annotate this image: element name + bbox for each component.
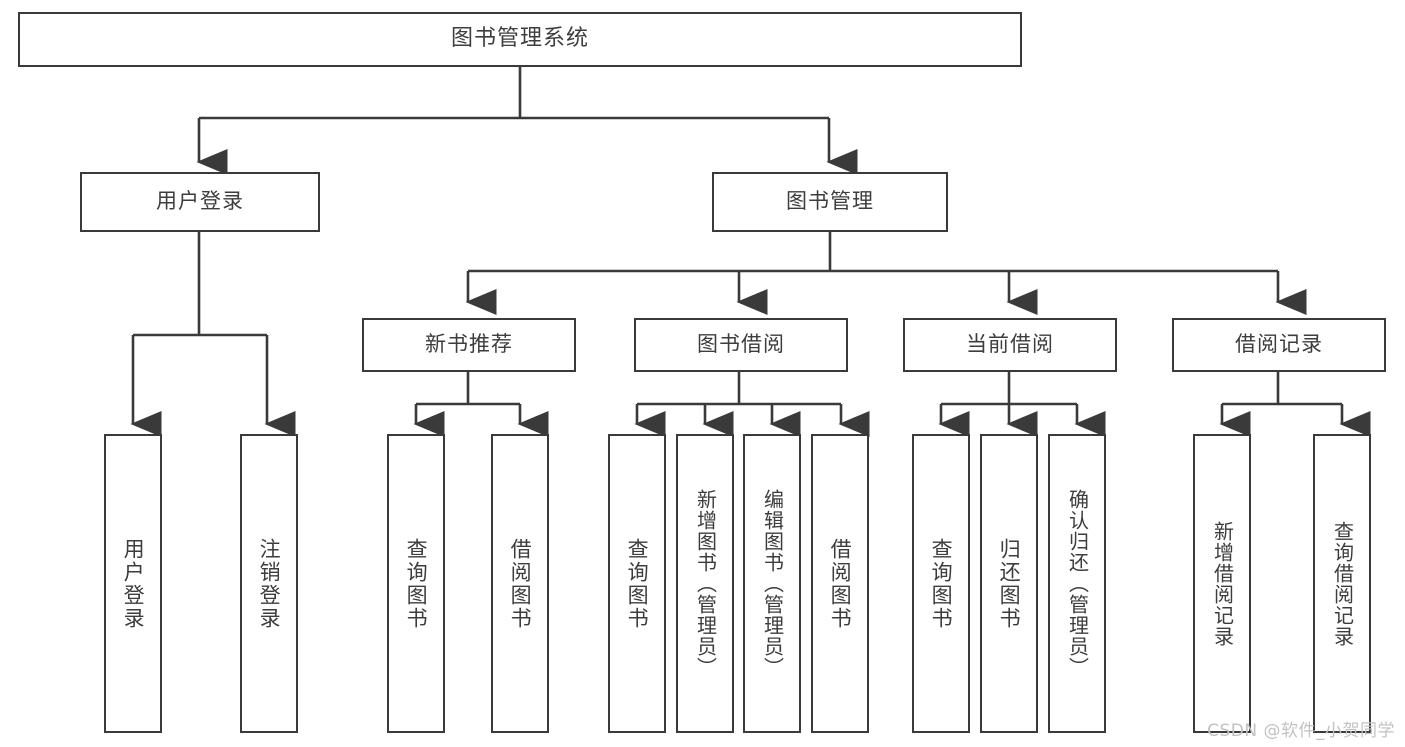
node-label: 注销登录 <box>257 537 282 630</box>
leaf-query-book-recommend[interactable]: 查询图书 <box>387 434 445 733</box>
leaf-add-book-admin[interactable]: 新增图书（管理员） <box>676 434 734 733</box>
leaf-return-book[interactable]: 归还图书 <box>980 434 1038 733</box>
node-label: 借阅图书 <box>508 537 533 630</box>
node-user-login[interactable]: 用户登录 <box>80 172 320 232</box>
node-label: 查询图书 <box>625 537 650 630</box>
node-label: 新增图书（管理员） <box>693 489 718 678</box>
node-label: 确认归还（管理员） <box>1065 489 1090 678</box>
node-root-book-management-system[interactable]: 图书管理系统 <box>18 12 1022 67</box>
leaf-query-book-current[interactable]: 查询图书 <box>912 434 970 733</box>
node-label: 新书推荐 <box>425 332 513 357</box>
node-label: 归还图书 <box>997 537 1022 630</box>
node-label: 新增借阅记录 <box>1210 520 1235 647</box>
leaf-user-login[interactable]: 用户登录 <box>104 434 162 733</box>
leaf-query-borrow-record[interactable]: 查询借阅记录 <box>1313 434 1371 733</box>
leaf-logout[interactable]: 注销登录 <box>240 434 298 733</box>
leaf-edit-book-admin[interactable]: 编辑图书（管理员） <box>743 434 801 733</box>
node-label: 查询图书 <box>404 537 429 630</box>
leaf-query-book-borrow[interactable]: 查询图书 <box>608 434 666 733</box>
node-label: 借阅图书 <box>828 537 853 630</box>
node-label: 编辑图书（管理员） <box>760 489 785 678</box>
node-label: 图书管理 <box>786 189 874 214</box>
node-current-borrow[interactable]: 当前借阅 <box>903 318 1117 372</box>
leaf-borrow-book[interactable]: 借阅图书 <box>811 434 869 733</box>
node-label: 图书借阅 <box>697 332 785 357</box>
node-book-management[interactable]: 图书管理 <box>712 172 948 232</box>
node-book-borrow[interactable]: 图书借阅 <box>634 318 848 372</box>
leaf-add-borrow-record[interactable]: 新增借阅记录 <box>1193 434 1251 733</box>
leaf-confirm-return-admin[interactable]: 确认归还（管理员） <box>1048 434 1106 733</box>
csdn-watermark: CSDN @软件_小贺同学 <box>1207 721 1395 741</box>
node-label: 借阅记录 <box>1235 332 1323 357</box>
node-label: 查询图书 <box>929 537 954 630</box>
leaf-borrow-book-recommend[interactable]: 借阅图书 <box>491 434 549 733</box>
node-label: 用户登录 <box>156 189 244 214</box>
node-borrow-record[interactable]: 借阅记录 <box>1172 318 1386 372</box>
node-label: 图书管理系统 <box>450 26 589 52</box>
node-label: 查询借阅记录 <box>1330 520 1355 647</box>
node-new-book-recommend[interactable]: 新书推荐 <box>362 318 576 372</box>
node-label: 用户登录 <box>121 537 146 630</box>
node-label: 当前借阅 <box>966 332 1054 357</box>
